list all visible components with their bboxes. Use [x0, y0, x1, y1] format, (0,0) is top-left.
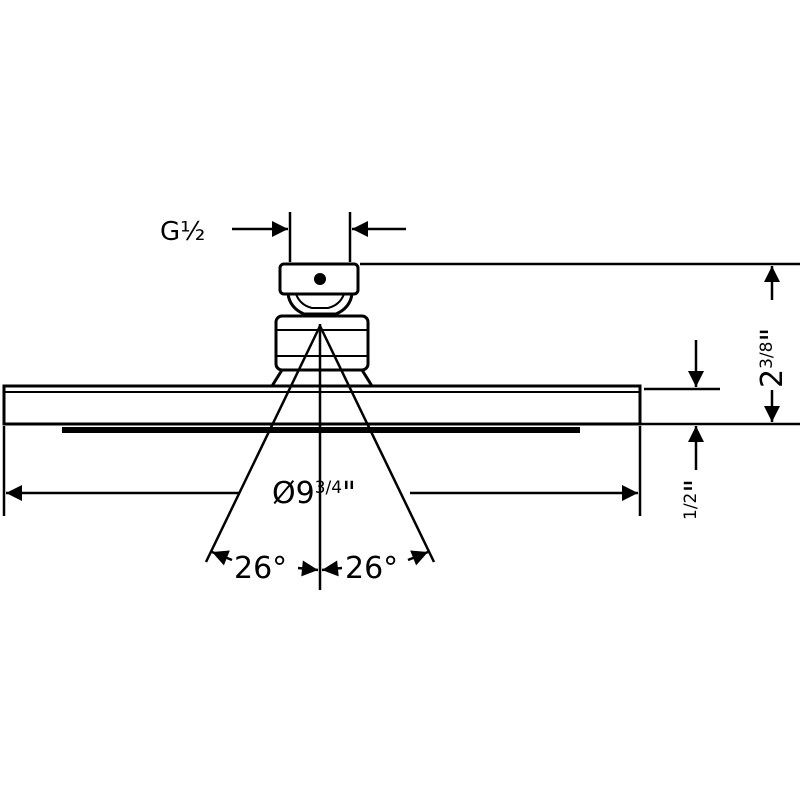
diameter-label: Ø93/4" — [272, 476, 356, 511]
thread-dimension — [232, 212, 406, 262]
plate-thickness-dimension — [644, 340, 720, 470]
connector-hole — [314, 273, 326, 285]
connector-collar — [274, 314, 370, 372]
shower-plate — [2, 384, 642, 433]
shower-arm-connector — [270, 262, 374, 387]
plate-thickness-label: 1/2" — [679, 479, 714, 520]
connector-base — [270, 369, 374, 387]
spray-angle-right-label: 26° — [345, 551, 398, 586]
spray-angle-lines — [204, 324, 436, 590]
spray-angle-left-label: 26° — [234, 551, 287, 586]
spray-angle-arrows — [211, 550, 429, 577]
spray-line-right — [318, 325, 436, 563]
thread-size-label: G½ — [160, 217, 205, 247]
total-height-dimension — [360, 262, 800, 426]
diameter-dimension — [2, 426, 642, 516]
ball-joint — [286, 293, 354, 316]
connector-nut — [278, 262, 360, 296]
ball-joint-inner — [295, 293, 345, 309]
total-height-label: 23/8" — [755, 328, 790, 388]
spray-line-left — [204, 325, 322, 563]
